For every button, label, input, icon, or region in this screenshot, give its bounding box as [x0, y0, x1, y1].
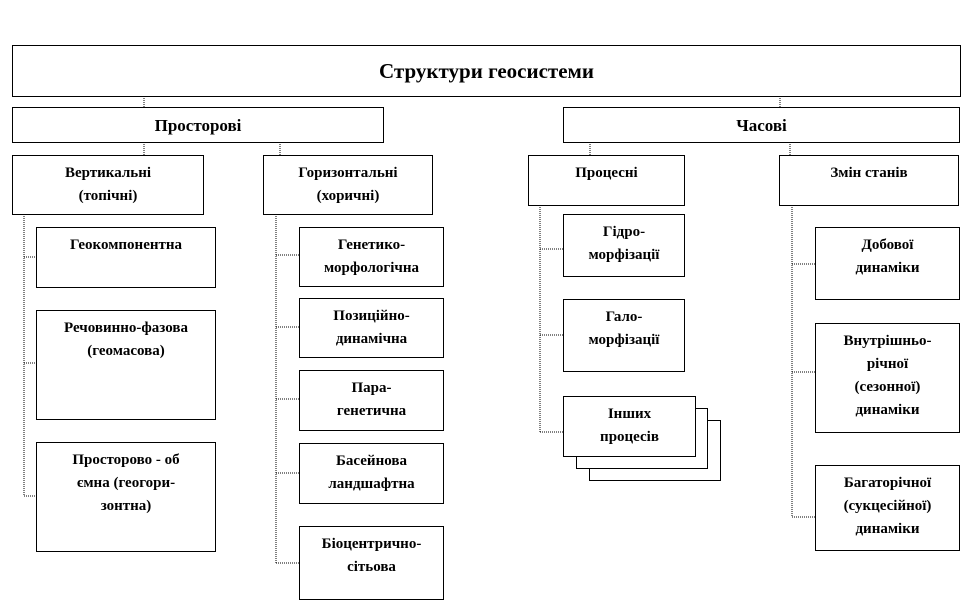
vertical-item: Просторово - об ємна (геогори- зонтна): [36, 442, 216, 552]
states-item: Багаторічної (сукцесійної) динаміки: [815, 465, 960, 551]
spatial-node: Просторові: [12, 107, 384, 143]
vertical-item: Речовинно-фазова (геомасова): [36, 310, 216, 420]
temporal-node: Часові: [563, 107, 960, 143]
vertical-node: Вертикальні (топічні): [12, 155, 204, 215]
states-item: Внутрішньо- річної (сезонної) динаміки: [815, 323, 960, 433]
root-title: Структури геосистеми: [12, 45, 961, 97]
processes-item: Інших процесів: [563, 396, 696, 457]
horizontal-item: Басейнова ландшафтна: [299, 443, 444, 504]
processes-node: Процесні: [528, 155, 685, 206]
horizontal-item: Генетико- морфологічна: [299, 227, 444, 287]
states-item: Добової динаміки: [815, 227, 960, 300]
states-node: Змін станів: [779, 155, 959, 206]
horizontal-item: Біоцентрично- сітьова: [299, 526, 444, 600]
horizontal-item: Позиційно- динамічна: [299, 298, 444, 358]
processes-item: Гідро- морфізації: [563, 214, 685, 277]
horizontal-node: Горизонтальні (хоричні): [263, 155, 433, 215]
vertical-item: Геокомпонентна: [36, 227, 216, 288]
horizontal-item: Пара- генетична: [299, 370, 444, 431]
processes-item: Гало- морфізації: [563, 299, 685, 372]
